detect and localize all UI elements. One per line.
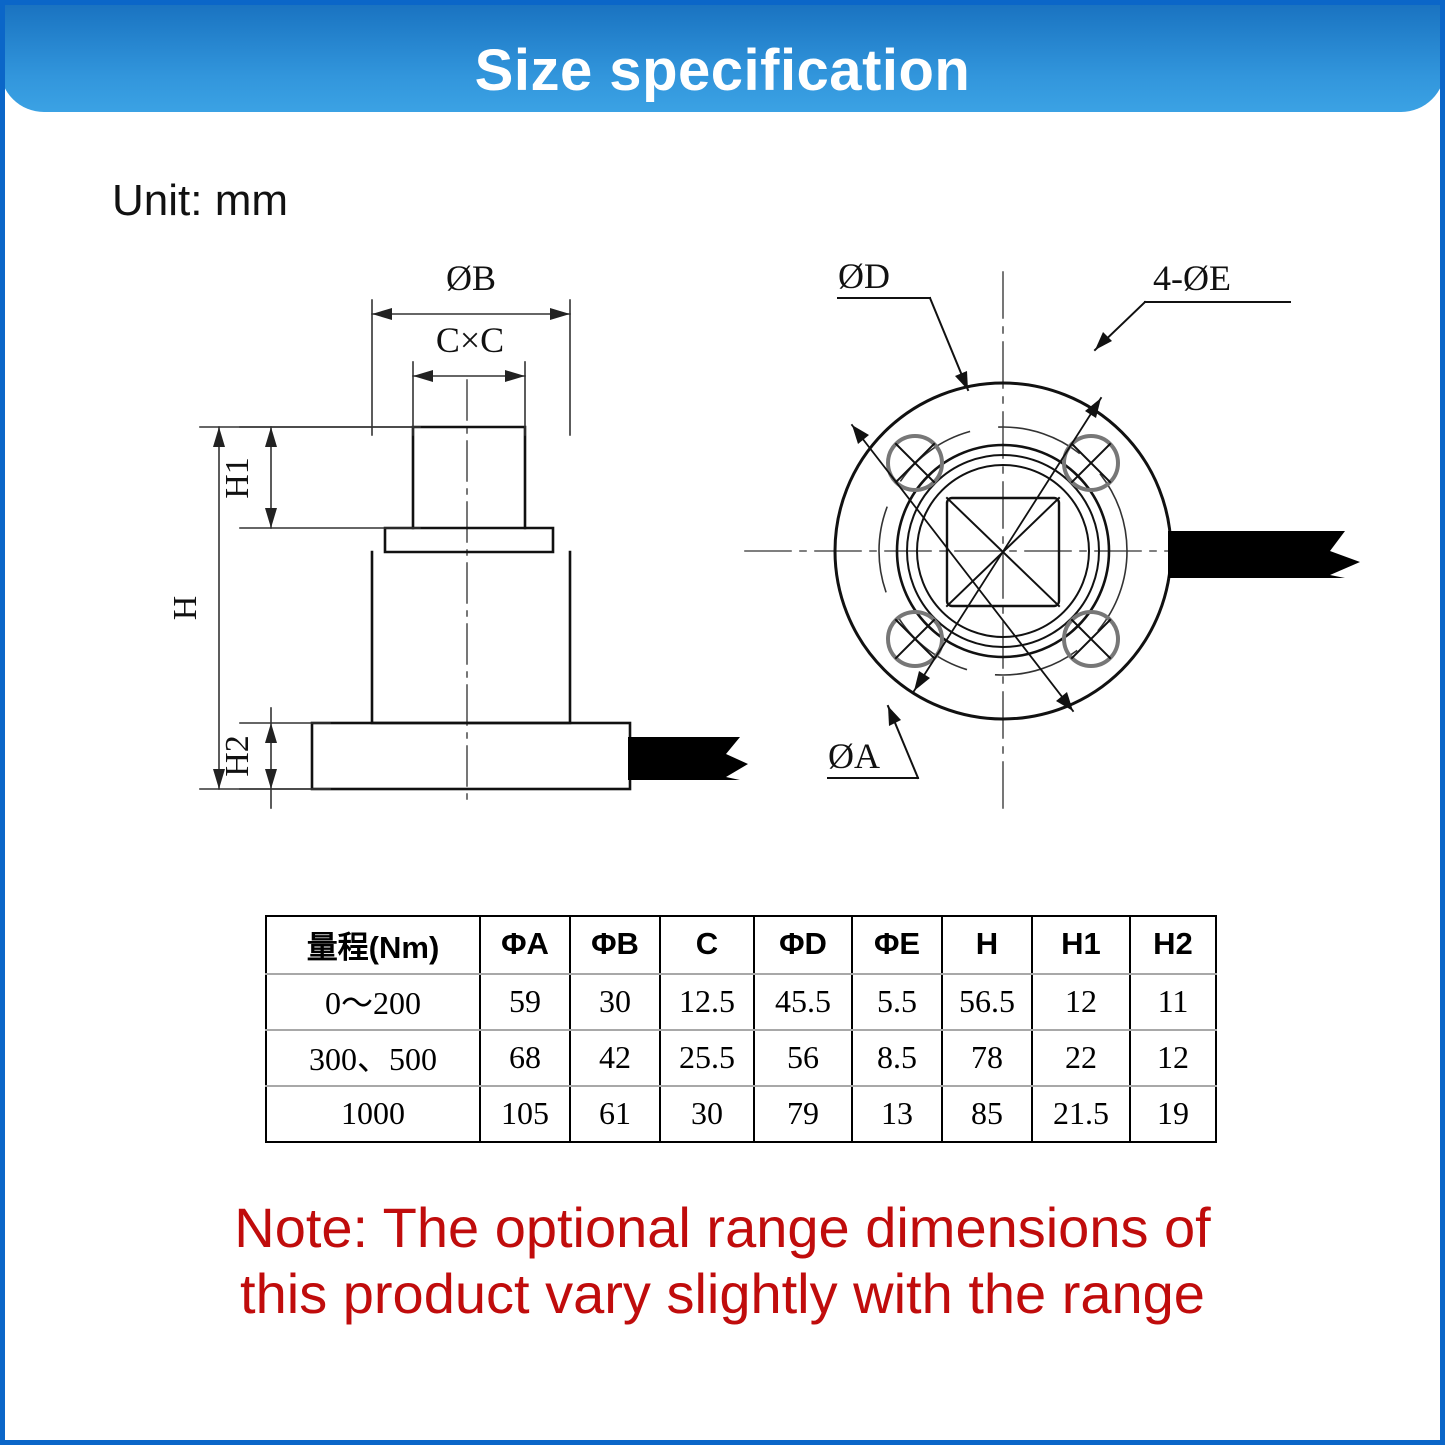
top-view-group: ØD 4-ØE ØA [744,256,1360,816]
header-phi-a: ΦA [479,915,571,975]
cell-phi-a: 105 [479,1085,571,1143]
inner-circle-middle [906,454,1100,648]
leader-four-diameter-e [1093,300,1291,352]
label-h: H [167,596,204,621]
label-diameter-a: ØA [828,736,880,776]
cell-h1: 22 [1031,1029,1131,1087]
cell-h1: 12 [1031,973,1131,1031]
bolt-hole-bottom-right [1062,610,1120,668]
side-view-collar [383,526,555,554]
cell-c: 12.5 [659,973,755,1031]
header-phi-d: ΦD [753,915,853,975]
header-phi-b: ΦB [569,915,661,975]
bolt-hole-bottom-left [886,610,944,668]
page-title: Size specification [474,38,971,103]
table-row: 300、500 68 42 25.5 56 8.5 78 22 12 [265,1029,1217,1087]
top-view-cable [1168,531,1360,578]
cell-range: 0～200 [265,973,481,1031]
cell-c: 25.5 [659,1029,755,1087]
cell-phi-e: 5.5 [851,973,943,1031]
side-view-top-boss [411,425,527,530]
cell-h2: 19 [1129,1085,1217,1143]
header-h1: H1 [1031,915,1131,975]
side-view-group: ØB C×C [167,258,748,809]
cell-h1: 21.5 [1031,1085,1131,1143]
header-c: C [659,915,755,975]
table-row: 0～200 59 30 12.5 45.5 5.5 56.5 12 11 [265,973,1217,1031]
cell-h: 85 [941,1085,1033,1143]
technical-drawing: ØB C×C [167,256,1360,816]
cell-phi-d: 56 [753,1029,853,1087]
cell-phi-a: 68 [479,1029,571,1087]
side-view-cable [628,737,748,780]
cell-phi-e: 13 [851,1085,943,1143]
header-banner: Size specification [0,0,1445,112]
cell-h2: 11 [1129,973,1217,1031]
header-h: H [941,915,1033,975]
dimension-b-arrows [372,308,570,320]
header-h2: H2 [1129,915,1217,975]
cell-h: 78 [941,1029,1033,1087]
side-view-base-flange [310,721,632,791]
spec-table-container: 量程(Nm) ΦA ΦB C ΦD ΦE H H1 H2 0～200 59 30… [265,915,1217,1143]
cell-c: 30 [659,1085,755,1143]
table-row: 1000 105 61 30 79 13 85 21.5 19 [265,1085,1217,1143]
label-diameter-d: ØD [838,256,890,296]
note-block: Note: The optional range dimensions of t… [90,1195,1355,1327]
table-header-row: 量程(Nm) ΦA ΦB C ΦD ΦE H H1 H2 [265,915,1217,975]
dimension-diameter-b [371,299,571,436]
label-diameter-b: ØB [446,258,496,298]
bolt-hole-top-left [886,434,944,492]
cell-h: 56.5 [941,973,1033,1031]
note-line-2: this product vary slightly with the rang… [240,1262,1205,1326]
spec-table: 量程(Nm) ΦA ΦB C ΦD ΦE H H1 H2 0～200 59 30… [265,915,1217,1143]
cell-range: 300、500 [265,1029,481,1087]
center-square [945,496,1061,608]
label-h2: H2 [219,735,256,777]
inner-circle-outer [895,443,1111,659]
top-view-leader-arrowheads [852,398,1101,711]
side-view-body [370,550,572,725]
cell-phi-b: 30 [569,973,661,1031]
dimension-c-arrows [413,370,525,382]
cell-phi-e: 8.5 [851,1029,943,1087]
note-line-1: Note: The optional range dimensions of [234,1196,1211,1259]
cell-h2: 12 [1129,1029,1217,1087]
dimension-h-arrows [213,427,225,789]
cell-phi-b: 61 [569,1085,661,1143]
bolt-hole-top-right [1062,434,1120,492]
cell-phi-d: 79 [753,1085,853,1143]
bolt-circle-d [878,426,1128,676]
label-h1: H1 [219,457,256,499]
cell-phi-b: 42 [569,1029,661,1087]
leader-diameter-d [837,296,970,392]
header-range: 量程(Nm) [265,915,481,975]
dimension-h1-arrows [265,427,277,528]
top-view-leader-diagonals [850,396,1103,713]
cell-phi-a: 59 [479,973,571,1031]
unit-label: Unit: mm [112,176,288,225]
label-c-by-c: C×C [436,320,504,360]
inner-circle-bore [916,464,1090,638]
dimension-h2-arrows [265,723,277,789]
cell-range: 1000 [265,1085,481,1143]
header-phi-e: ΦE [851,915,943,975]
cell-phi-d: 45.5 [753,973,853,1031]
label-four-diameter-e: 4-ØE [1153,258,1231,298]
